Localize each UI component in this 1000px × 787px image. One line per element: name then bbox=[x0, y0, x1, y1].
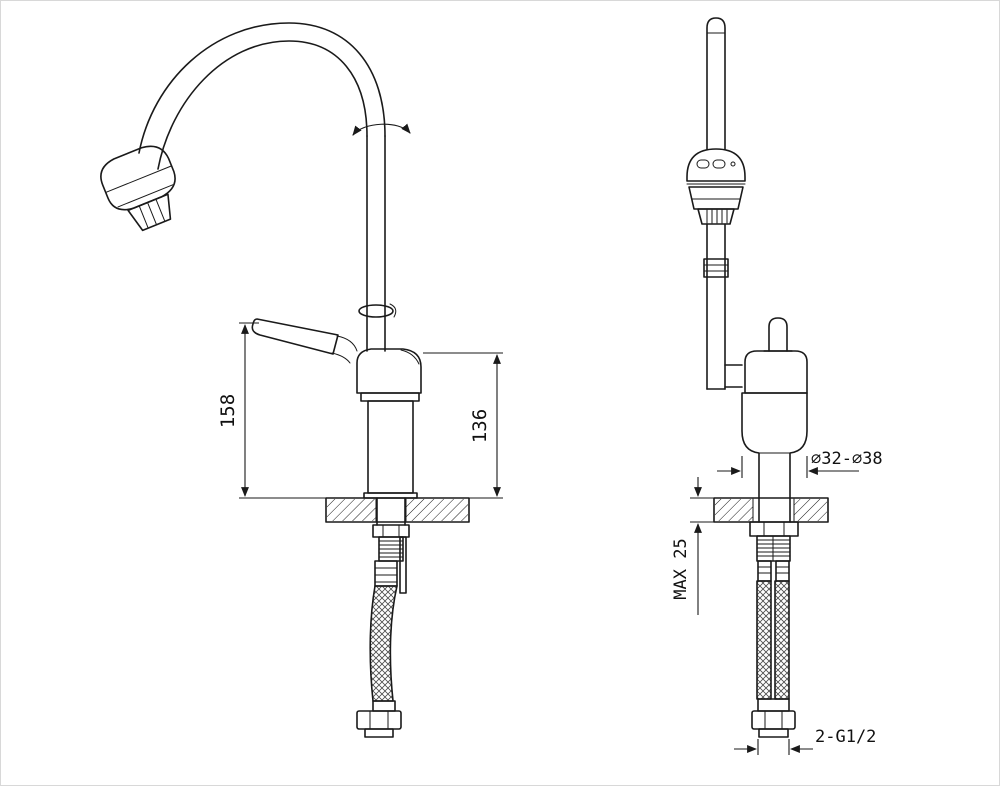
dimension-body-height: 136 bbox=[423, 352, 503, 499]
swivel-ring bbox=[358, 303, 397, 318]
counter-section-right bbox=[713, 497, 829, 523]
dim-136-label: 136 bbox=[469, 409, 491, 443]
front-view bbox=[686, 17, 829, 738]
dimension-max-thickness: MAX 25 bbox=[671, 477, 714, 615]
dim-diameter-label: ⌀32-⌀38 bbox=[811, 449, 883, 469]
supply-hoses-front bbox=[749, 497, 799, 738]
dim-158-label: 158 bbox=[217, 394, 239, 428]
faucet-body-side bbox=[356, 348, 422, 499]
lever-handle-front bbox=[763, 317, 793, 352]
swivel-arrow-icon bbox=[352, 123, 411, 136]
spray-head-front bbox=[686, 148, 746, 225]
dimension-hole-diameter: ⌀32-⌀38 bbox=[717, 449, 883, 478]
counter-section-left bbox=[325, 497, 470, 523]
dim-thread-label: 2-G1/2 bbox=[815, 727, 876, 747]
dimension-thread: 2-G1/2 bbox=[734, 727, 876, 755]
dim-max25-label: MAX 25 bbox=[671, 538, 691, 599]
spray-head-side bbox=[100, 145, 176, 232]
dimension-annotations: 158 136 ⌀32-⌀38 MAX 25 2-G1/2 bbox=[217, 322, 883, 755]
side-view bbox=[100, 22, 470, 738]
lever-handle-side bbox=[251, 318, 358, 364]
faucet-body-front bbox=[741, 350, 808, 499]
riser-pipe-front bbox=[703, 17, 743, 390]
gooseneck-spout bbox=[138, 22, 386, 352]
dimension-spout-height: 158 bbox=[217, 322, 326, 499]
supply-hose-side bbox=[356, 497, 410, 738]
